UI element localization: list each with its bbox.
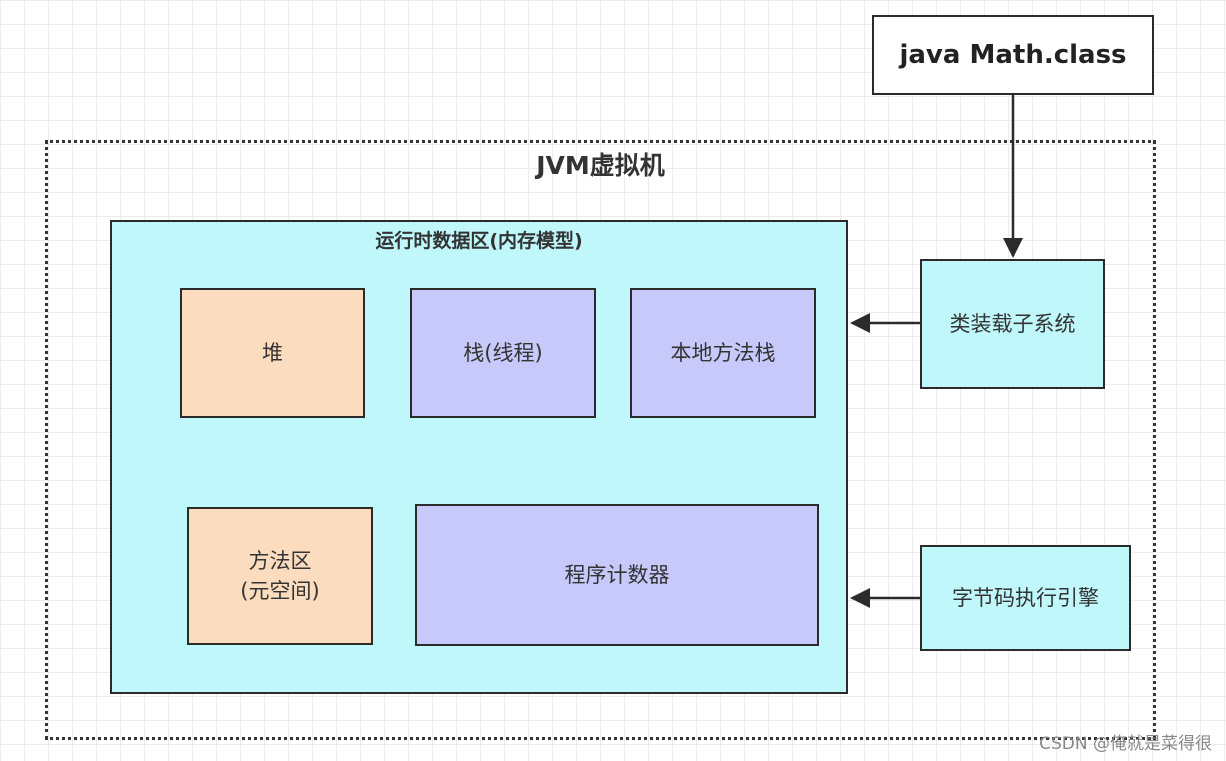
program-counter-box: 程序计数器 — [415, 504, 819, 646]
class-file-box: java Math.class — [872, 15, 1154, 95]
stack-label: 栈(线程) — [463, 341, 543, 365]
program-counter-label: 程序计数器 — [564, 563, 670, 587]
native-method-stack-label: 本地方法栈 — [670, 341, 776, 365]
method-area-box: 方法区 (元空间) — [187, 507, 373, 645]
class-loader-label: 类装载子系统 — [949, 312, 1076, 336]
heap-box: 堆 — [180, 288, 365, 418]
stack-box: 栈(线程) — [410, 288, 596, 418]
heap-label: 堆 — [262, 341, 283, 365]
jvm-title: JVM虚拟机 — [536, 151, 665, 180]
method-area-label: 方法区 — [248, 549, 312, 573]
runtime-data-area-title: 运行时数据区(内存模型) — [375, 230, 583, 252]
execution-engine-box: 字节码执行引擎 — [920, 545, 1131, 651]
execution-engine-label: 字节码执行引擎 — [952, 586, 1099, 610]
native-method-stack-box: 本地方法栈 — [630, 288, 816, 418]
class-loader-box: 类装载子系统 — [920, 259, 1105, 389]
watermark: CSDN @俺就是菜得很 — [1039, 734, 1212, 754]
metaspace-label: (元空间) — [240, 579, 320, 603]
jvm-frame — [45, 140, 1156, 740]
